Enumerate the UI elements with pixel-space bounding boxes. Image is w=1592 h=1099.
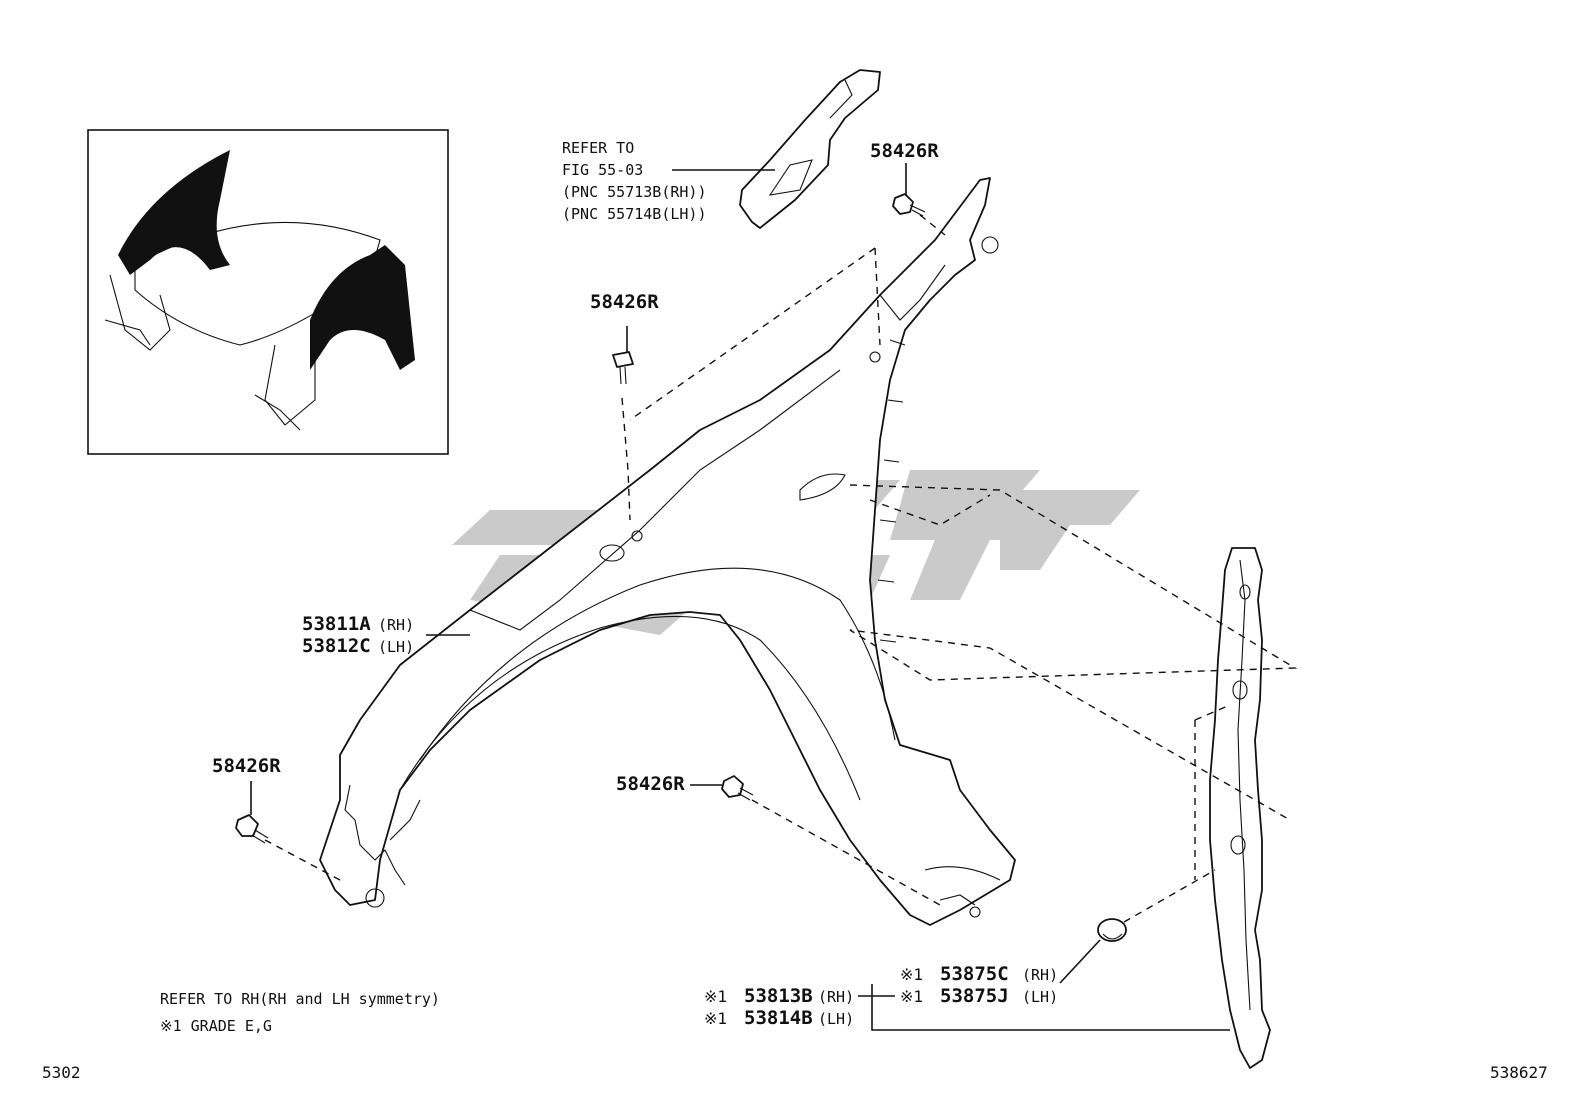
svg-text:※1: ※1 — [704, 987, 727, 1006]
svg-text:(RH): (RH) — [378, 616, 414, 634]
front-fender — [319, 177, 1016, 926]
svg-text:※1: ※1 — [900, 965, 923, 984]
label-bolt-top-right: 58426R — [870, 140, 939, 162]
svg-text:(PNC 55713B(RH)): (PNC 55713B(RH)) — [562, 183, 707, 201]
label-bolt-mid: 58426R — [590, 291, 659, 313]
svg-text:53814B: 53814B — [744, 1007, 813, 1029]
label-liner: ※1 53813B (RH) ※1 53814B (LH) — [704, 985, 854, 1029]
label-clip: ※1 53875C (RH) ※1 53875J (LH) — [900, 963, 1058, 1007]
bolt-left — [235, 814, 269, 844]
assembly-lines — [264, 214, 1298, 923]
svg-text:(RH): (RH) — [818, 988, 854, 1006]
liner-clip — [1097, 918, 1127, 942]
svg-text:REFER TO: REFER TO — [562, 139, 634, 157]
label-bolt-lower: 58426R — [616, 773, 685, 795]
svg-text:53812C: 53812C — [302, 635, 371, 657]
label-refer-fig: REFER TO FIG 55-03 (PNC 55713B(RH)) (PNC… — [562, 139, 707, 223]
bolt-lower — [721, 775, 754, 801]
svg-text:53875J: 53875J — [940, 985, 1009, 1007]
leader-lines — [250, 163, 1230, 1031]
note-grade: ※1 GRADE E,G — [160, 1017, 272, 1035]
footer-left-code: 5302 — [42, 1063, 81, 1082]
svg-text:(LH): (LH) — [378, 638, 414, 656]
note-symmetry: REFER TO RH(RH and LH symmetry) — [160, 990, 440, 1008]
inset-car-overview — [104, 150, 415, 431]
svg-text:※1: ※1 — [704, 1009, 727, 1028]
label-fender: 53811A (RH) 53812C (LH) — [302, 613, 414, 657]
upper-bracket — [739, 69, 881, 229]
label-bolt-left: 58426R — [212, 755, 281, 777]
svg-text:53811A: 53811A — [302, 613, 371, 635]
bolt-top-right — [892, 193, 926, 217]
svg-text:(PNC 55714B(LH)): (PNC 55714B(LH)) — [562, 205, 707, 223]
footer-right-code: 538627 — [1490, 1063, 1548, 1082]
svg-text:53813B: 53813B — [744, 985, 813, 1007]
svg-text:FIG 55-03: FIG 55-03 — [562, 161, 643, 179]
bolt-mid — [612, 351, 634, 385]
svg-text:(RH): (RH) — [1022, 966, 1058, 984]
svg-text:(LH): (LH) — [818, 1010, 854, 1028]
svg-text:53875C: 53875C — [940, 963, 1009, 985]
svg-text:(LH): (LH) — [1022, 988, 1058, 1006]
svg-text:※1: ※1 — [900, 987, 923, 1006]
